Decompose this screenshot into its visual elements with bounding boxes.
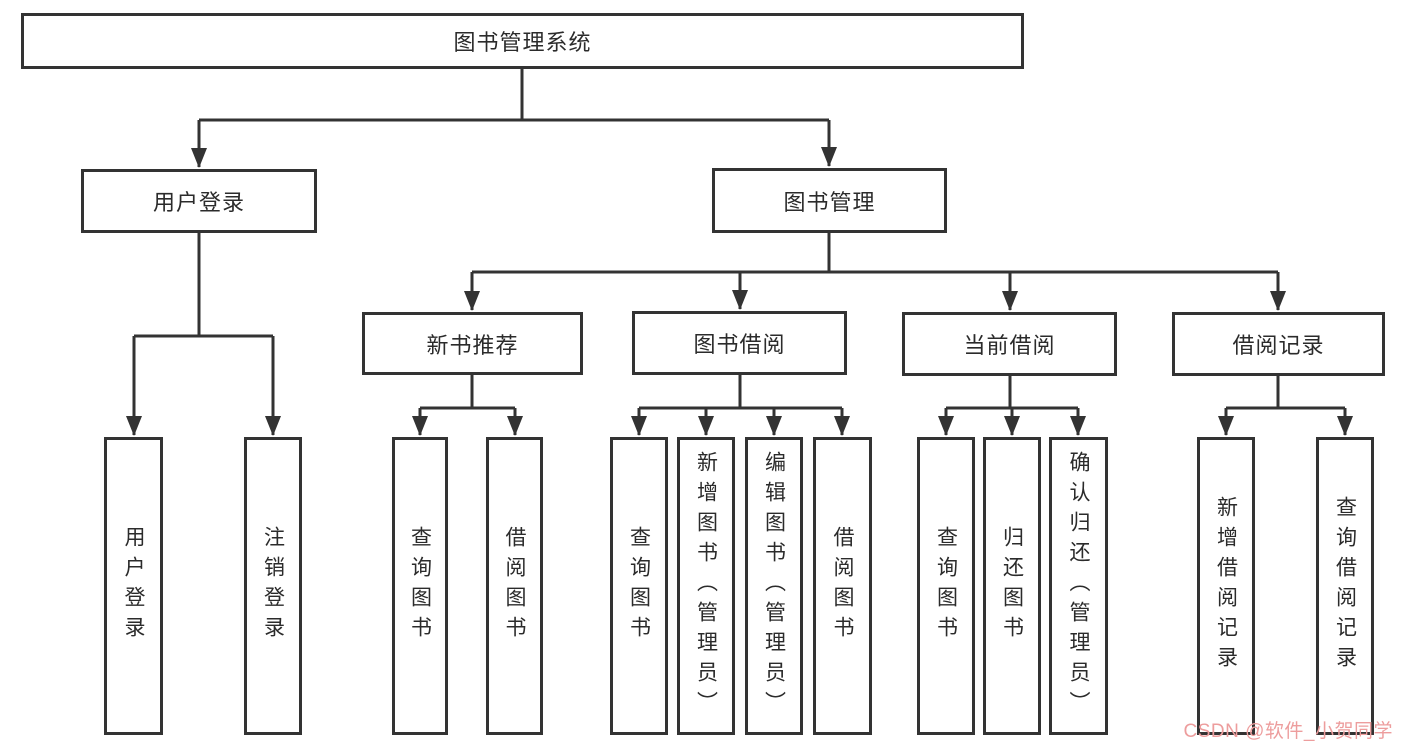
leaf-user-login: 用户登录 xyxy=(104,437,163,735)
leaf-borrow-books-recommend: 借阅图书 xyxy=(486,437,543,735)
node-current-borrow: 当前借阅 xyxy=(902,312,1117,376)
node-user-login: 用户登录 xyxy=(81,169,317,233)
leaf-edit-book-admin: 编辑图书（管理员） xyxy=(745,437,803,735)
leaf-return-books: 归还图书 xyxy=(983,437,1041,735)
leaf-logout: 注销登录 xyxy=(244,437,302,735)
leaf-add-borrow-record: 新增借阅记录 xyxy=(1197,437,1255,735)
node-book-borrow: 图书借阅 xyxy=(632,311,847,375)
node-borrow-records: 借阅记录 xyxy=(1172,312,1385,376)
leaf-query-books-recommend: 查询图书 xyxy=(392,437,448,735)
node-book-management: 图书管理 xyxy=(712,168,947,233)
node-new-book-recommend: 新书推荐 xyxy=(362,312,583,375)
leaf-query-books-current: 查询图书 xyxy=(917,437,975,735)
leaf-add-book-admin: 新增图书（管理员） xyxy=(677,437,735,735)
node-library-management-system: 图书管理系统 xyxy=(21,13,1024,69)
leaf-confirm-return-admin: 确认归还（管理员） xyxy=(1049,437,1108,735)
leaf-query-borrow-record: 查询借阅记录 xyxy=(1316,437,1374,735)
csdn-watermark: CSDN @软件_小贺同学 xyxy=(1183,721,1393,742)
leaf-borrow-books: 借阅图书 xyxy=(813,437,872,735)
leaf-query-books-borrow: 查询图书 xyxy=(610,437,668,735)
